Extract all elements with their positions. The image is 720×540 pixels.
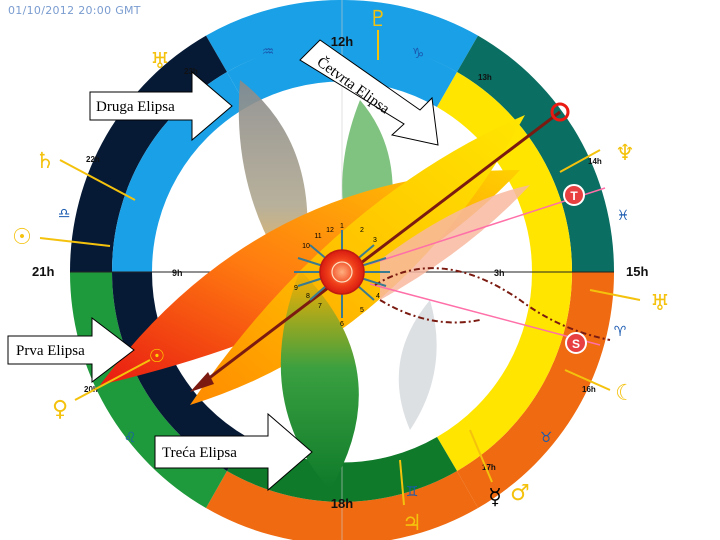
- callout-prva-label: Prva Elipsa: [16, 343, 85, 359]
- neptune-glyph: ♆: [615, 141, 635, 166]
- hour-18: 18h: [331, 496, 353, 511]
- callout-druga: Druga Elipsa: [89, 70, 233, 142]
- hour-21: 21h: [32, 264, 54, 279]
- callout-druga-label: Druga Elipsa: [96, 99, 175, 115]
- leo-glyph: ♌: [124, 430, 137, 446]
- aries-glyph: ♈: [614, 324, 627, 340]
- hour-3: 3h: [494, 268, 505, 278]
- outer-ring-navy-top: [206, 0, 342, 72]
- house-number-7: 7: [318, 303, 322, 310]
- ellipse-salmon: [380, 185, 530, 300]
- capricorn-glyph: ♑: [412, 46, 425, 62]
- jupiter-glyph: ♃: [402, 511, 422, 536]
- hour-9: 9h: [172, 268, 183, 278]
- sun-glyph-left: ☉: [12, 225, 32, 250]
- house-number-6: 6: [340, 321, 344, 328]
- pisces-glyph: ♓: [617, 208, 630, 224]
- libra-glyph: ♎: [58, 206, 71, 222]
- venus-glyph: ♀: [52, 397, 68, 422]
- house-number-12: 12: [326, 227, 334, 234]
- house-number-9: 9: [294, 285, 298, 292]
- taurus-glyph: ♉: [540, 430, 553, 446]
- marker-mars-ring: [550, 102, 570, 122]
- ellipse-treca: [280, 270, 359, 490]
- house-number-5: 5: [360, 307, 364, 314]
- house-number-1: 1: [340, 223, 344, 230]
- marker-s: [565, 332, 587, 354]
- house-number-10: 10: [302, 243, 310, 250]
- svg-text:T: T: [570, 189, 578, 203]
- pluto-glyph: ♇: [368, 7, 388, 32]
- callout-treca: Treća Elipsa: [154, 412, 313, 492]
- house-number-11: 11: [314, 233, 321, 240]
- hour-22: 22h: [86, 155, 100, 164]
- hour-23: 23h: [184, 67, 198, 76]
- uranus-glyph-right: ♅: [650, 291, 670, 316]
- house-number-3: 3: [373, 237, 377, 244]
- uranus-glyph-top: ♅: [150, 49, 170, 74]
- hour-15: 15h: [626, 264, 648, 279]
- saturn-glyph: ♄: [35, 149, 55, 174]
- aquarius-glyph: ♒: [262, 44, 275, 60]
- center-compass: 1 2 3 4 5 6 7 8 9 10 11 12: [294, 223, 390, 328]
- hour-13: 13h: [478, 73, 492, 82]
- callout-prva: Prva Elipsa: [7, 316, 135, 384]
- moon-glyph: ☾: [615, 381, 635, 406]
- house-number-2: 2: [360, 227, 364, 234]
- hour-20: 20h: [84, 385, 98, 394]
- outer-ring-blue: [342, 0, 478, 72]
- chart-datetime: 01/10/2012 20:00 GMT: [8, 4, 141, 17]
- hour-16: 16h: [582, 385, 596, 394]
- gemini-glyph: ♊: [406, 484, 419, 500]
- mars-glyph: ♂: [510, 481, 530, 506]
- outer-ring-orange: [457, 272, 615, 508]
- hour-12: 12h: [331, 34, 353, 49]
- house-number-8: 8: [306, 293, 310, 300]
- hour-14: 14h: [588, 157, 602, 166]
- sun-glyph-inner: ☉: [149, 346, 165, 367]
- callout-treca-label: Treća Elipsa: [162, 445, 237, 461]
- house-number-4: 4: [376, 293, 380, 300]
- marker-t: [563, 184, 585, 206]
- svg-text:S: S: [572, 337, 580, 351]
- aspect-line-maroon: [199, 110, 561, 387]
- hour-17: 17h: [482, 463, 496, 472]
- outer-ring-teal: [457, 35, 615, 272]
- ellipse-grey-lower: [398, 300, 437, 430]
- mercury-glyph: ☿: [488, 485, 502, 510]
